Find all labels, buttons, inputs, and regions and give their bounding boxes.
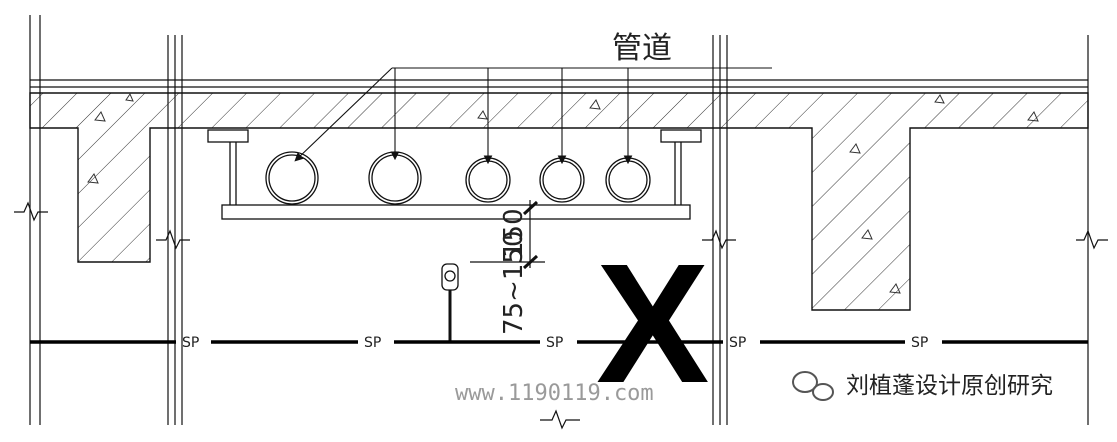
break-symbols bbox=[14, 201, 1108, 430]
sp-label: SP bbox=[729, 335, 746, 351]
sprinkler-head-icon bbox=[441, 263, 459, 342]
watermark-brand: 刘植蓬设计原创研究 bbox=[846, 373, 1053, 399]
sp-label: SP bbox=[182, 335, 199, 351]
concrete-slab-beams bbox=[29, 92, 1089, 311]
pipe-5 bbox=[605, 157, 651, 203]
pipe-rack bbox=[207, 129, 702, 220]
sp-labels: SP SP SP SP SP bbox=[182, 335, 928, 351]
wall-lines bbox=[29, 15, 1089, 425]
pipe-label: 管道 bbox=[612, 31, 672, 66]
wechat-logo-icon bbox=[792, 371, 834, 401]
dim-lower-label: 75~150 bbox=[499, 231, 529, 336]
watermark-url: www.1190119.com bbox=[455, 381, 654, 406]
sp-label: SP bbox=[911, 335, 928, 351]
aggregate-marks bbox=[87, 92, 1039, 294]
pipe-1 bbox=[265, 151, 319, 205]
sp-label: SP bbox=[364, 335, 381, 351]
pipe-3 bbox=[465, 157, 511, 203]
pipes bbox=[265, 151, 651, 205]
top-lines bbox=[30, 79, 1088, 88]
pipe-2 bbox=[368, 151, 422, 205]
dimension bbox=[470, 200, 545, 270]
x-mark: X bbox=[596, 229, 709, 419]
sp-label: SP bbox=[546, 335, 563, 351]
pipe-leaders bbox=[294, 67, 772, 165]
dim-upper-label: 150 bbox=[499, 208, 529, 258]
pipe-4 bbox=[539, 157, 585, 203]
